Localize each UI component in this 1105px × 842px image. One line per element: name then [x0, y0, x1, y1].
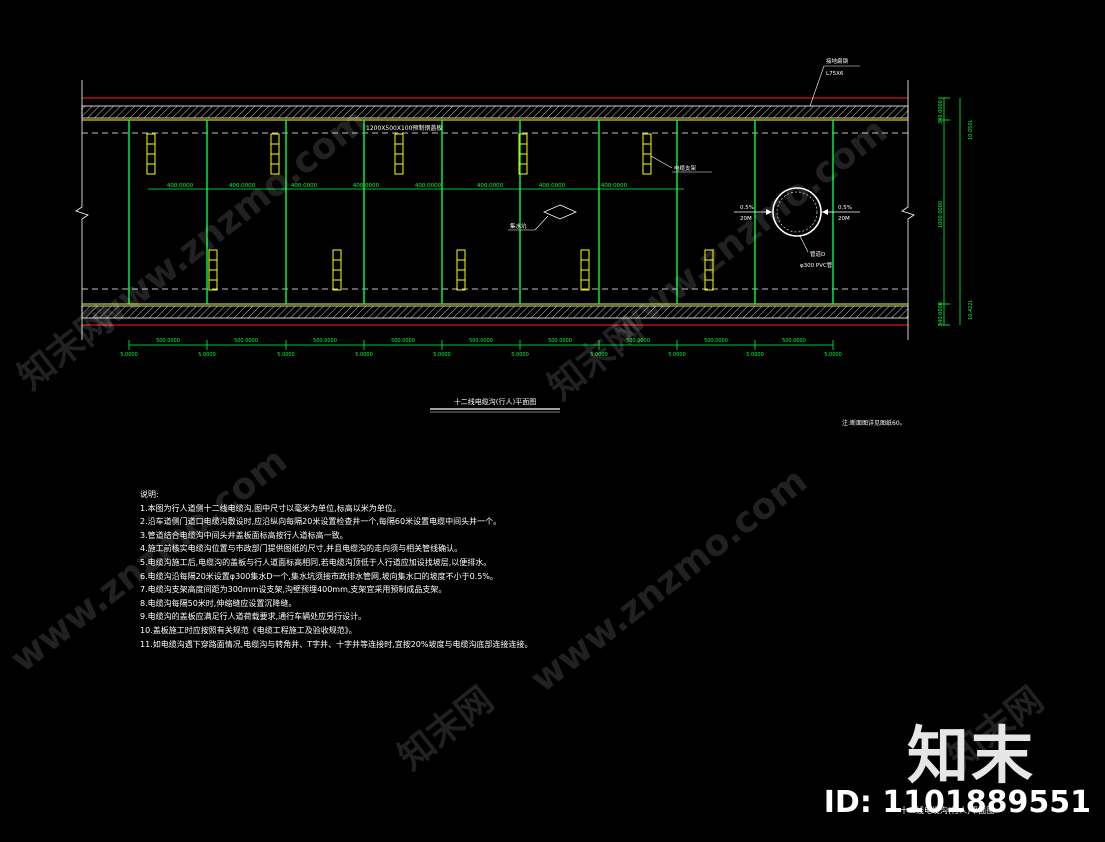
pipe-label: φ300 PVC管 — [800, 261, 833, 269]
cable-bracket — [580, 249, 590, 291]
plan-title: 十二线电缆沟(行人)平面图 — [454, 397, 536, 406]
note-item: 7.电缆沟支架高度间距为300mm设支架,沟壁预埋400mm,支架宜采用预制成品… — [140, 585, 447, 595]
spacing-label: 400.0000 — [291, 183, 318, 189]
note-item: 2.沿车道侧门道口电缆沟敷设时,应沿纵向每隔20米设置检查井一个,每隔60米设置… — [140, 517, 502, 527]
bottom-dim-value: 5.0000 — [198, 352, 216, 358]
tray-label: 1200X500X100预制钢盖板 — [366, 124, 442, 132]
slope-right-code: 20M — [838, 216, 850, 222]
spacing-dim-labels: 400.0000 400.0000 400.0000 400.0000 400.… — [167, 183, 628, 189]
bottom-dim-value: 5.0000 — [355, 352, 373, 358]
top-annotation-line2: L75X6 — [826, 71, 844, 77]
slope-left-label: 0.5% — [740, 205, 754, 211]
bottom-dim-value: 5.0000 — [668, 352, 686, 358]
note-item: 11.如电缆沟遇下穿路面情况,电缆沟与转角井、T字井、十字井等连接时,宜按20%… — [140, 639, 533, 649]
bottom-dim-label: 500.0000 — [704, 338, 728, 344]
cable-bracket — [642, 133, 652, 175]
cable-bracket — [518, 133, 528, 175]
bottom-dim-value: 5.0000 — [433, 352, 451, 358]
spacing-label: 400.0000 — [167, 183, 194, 189]
sump-diamond — [543, 204, 577, 220]
bottom-dim-label: 500.0000 — [782, 338, 806, 344]
bottom-dim-value: 5.0000 — [277, 352, 295, 358]
bottom-dim-label: 500.0000 — [313, 338, 337, 344]
right-dim-top: 340.0000 — [938, 100, 944, 124]
pvc-pipe-inner — [776, 191, 818, 233]
right-dimension — [938, 97, 961, 326]
cable-bracket — [146, 133, 156, 175]
top-annotation-line1: 接地扁钢 — [826, 57, 849, 65]
right-elev-top: 10.050L — [968, 120, 974, 140]
bottom-dim-label: 500.0000 — [234, 338, 258, 344]
cable-bracket — [208, 249, 218, 291]
spacing-label: 400.0000 — [353, 183, 380, 189]
note-item: 1.本图为行人道侧十二线电缆沟,图中尺寸以毫米为单位,标高以米为单位。 — [140, 503, 401, 513]
note-item: 5.电缆沟施工后,电缆沟的盖板与行人道面标高相同,若电缆沟顶低于人行道应加设找坡… — [140, 557, 492, 567]
bottom-caption: 十二线电缆沟(行人)平面图 — [900, 806, 995, 815]
bottom-dim-label: 500.0000 — [548, 338, 572, 344]
cable-bracket — [270, 133, 280, 175]
note-item: 10.盖板施工时应按照有关规范《电缆工程施工及验收规范》。 — [140, 625, 357, 635]
bottom-dim-label: 500.0000 — [626, 338, 650, 344]
bottom-dim-value: 5.0000 — [511, 352, 529, 358]
left-break-line — [75, 80, 89, 340]
cable-bracket — [456, 249, 466, 291]
spacing-label: 400.0000 — [229, 183, 256, 189]
sump-label: 集水坑 — [510, 222, 527, 230]
brand-logo: 知末 — [906, 719, 1035, 792]
spacing-label: 400.0000 — [539, 183, 566, 189]
hanger-leader — [650, 155, 673, 169]
lower-brackets — [208, 249, 714, 291]
cable-bracket — [332, 249, 342, 291]
pvc-pipe-outer — [772, 187, 822, 237]
pipe-leader — [799, 235, 809, 253]
bottom-dim-labels: 500.0000 500.0000 500.0000 500.0000 500.… — [120, 338, 842, 358]
note-item: 9.电缆沟的盖板应满足行人道荷载要求,通行车辆处应另行设计。 — [140, 612, 367, 622]
bottom-dim-label: 500.0000 — [469, 338, 493, 344]
partition-lines — [128, 120, 834, 304]
slope-left-arrow — [766, 209, 772, 215]
right-break-line — [901, 80, 915, 340]
spacing-label: 400.0000 — [415, 183, 442, 189]
bottom-dim-ticks — [128, 340, 834, 350]
bottom-dim-value: 5.0000 — [824, 352, 842, 358]
bottom-wall-hatch — [81, 305, 909, 319]
sump-leader — [534, 215, 549, 231]
notes-heading: 说明: — [140, 490, 159, 499]
pipe-tag: 管道D — [810, 250, 825, 258]
slope-right-label: 0.5% — [838, 205, 852, 211]
hanger-label: 电缆支架 — [674, 164, 697, 172]
right-elev-bottom: 10.422L — [968, 300, 974, 320]
bottom-dim-value: 5.0000 — [590, 352, 608, 358]
spacing-label: 400.0000 — [477, 183, 504, 189]
upper-brackets — [146, 133, 652, 175]
note-item: 8.电缆沟每隔50米时,伸缩缝应设置沉降缝。 — [140, 598, 297, 608]
top-annotation-leader — [809, 65, 825, 107]
top-wall-hatch — [81, 105, 909, 119]
slope-right-arrow — [822, 209, 828, 215]
cable-bracket — [704, 249, 714, 291]
bottom-dim-label: 500.0000 — [391, 338, 415, 344]
bottom-dim-label: 500.0000 — [156, 338, 180, 344]
right-dim-bottom: 340.0000 — [938, 302, 944, 326]
id-label: ID: 1101889551 — [823, 785, 1091, 820]
note-item: 4.施工前核实电缆沟位置与市政部门提供图纸的尺寸,并且电缆沟的走向须与相关管线确… — [140, 544, 463, 554]
bottom-dim-value: 5.0000 — [120, 352, 138, 358]
slope-left-code: 20M — [740, 216, 752, 222]
note-item: 3.管道结合电缆沟中间头井盖板面标高按行人道标高一致。 — [140, 530, 348, 540]
remark: 注:断面图详见图纸60。 — [842, 419, 906, 427]
right-dim-mid: 1000.0000 — [938, 201, 944, 228]
cable-bracket — [394, 133, 404, 175]
spacing-label: 400.0000 — [601, 183, 628, 189]
note-item: 6.电缆沟沿每隔20米设置φ300集水D一个,集水坑须接市政排水管网,坡向集水口… — [140, 571, 498, 581]
bottom-dim-value: 5.0000 — [746, 352, 764, 358]
notes-block: 说明: 1.本图为行人道侧十二线电缆沟,图中尺寸以毫米为单位,标高以米为单位。 … — [140, 488, 760, 651]
